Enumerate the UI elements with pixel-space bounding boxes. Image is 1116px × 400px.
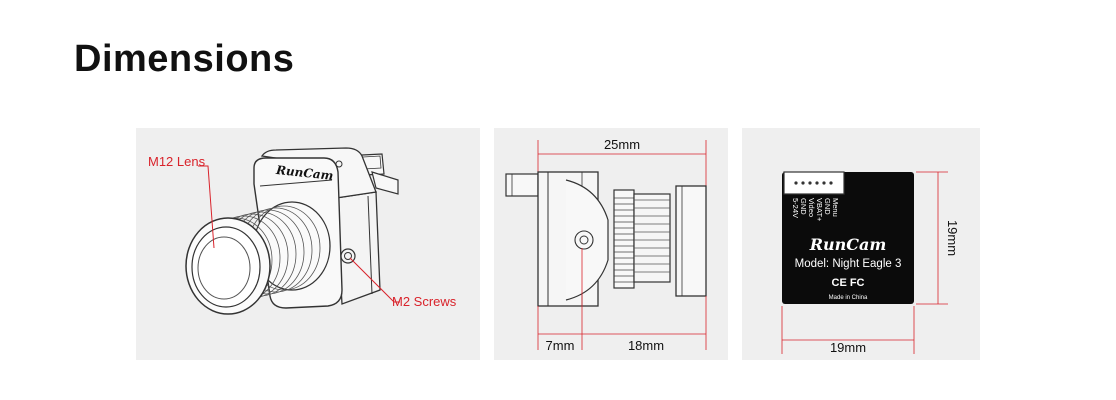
lens-label: M12 Lens bbox=[148, 154, 206, 169]
camera-perspective-drawing: RunCam M12 Lens M2 Screws bbox=[148, 147, 457, 315]
camera-back-drawing: 5-24V GND Video VBAT+ GND Menu RunCam Mo… bbox=[781, 171, 960, 355]
back-view-panel: 5-24V GND Video VBAT+ GND Menu RunCam Mo… bbox=[742, 128, 980, 360]
side-view-panel: 25mm bbox=[494, 128, 728, 360]
pin-label: GND bbox=[799, 198, 808, 215]
dim-width-label: 19mm bbox=[830, 340, 866, 355]
camera-side-drawing: 25mm bbox=[505, 137, 707, 353]
connector bbox=[783, 171, 845, 195]
pin-label: VBAT+ bbox=[815, 198, 824, 222]
origin-label: Made in China bbox=[829, 295, 868, 301]
dim-body-label: 7mm bbox=[546, 338, 575, 353]
pin-label: Video bbox=[807, 198, 816, 217]
pin-labels: 5-24V GND Video VBAT+ GND Menu bbox=[791, 198, 840, 222]
front-brand-logo: RunCam bbox=[274, 163, 334, 183]
page-title: Dimensions bbox=[74, 38, 295, 80]
dim-lens-label: 18mm bbox=[628, 338, 664, 353]
pin-label: GND bbox=[823, 198, 832, 215]
pin-label: Menu bbox=[831, 198, 840, 217]
back-brand-logo: RunCam bbox=[809, 235, 887, 254]
cert-marks: CE FC bbox=[832, 277, 865, 289]
pcb-board bbox=[782, 172, 914, 304]
dim-height-label: 19mm bbox=[945, 220, 960, 256]
screws-label: M2 Screws bbox=[392, 294, 457, 309]
front-view-panel: RunCam M12 Lens M2 Screws bbox=[136, 128, 480, 360]
model-label: Model: Night Eagle 3 bbox=[795, 258, 902, 270]
dim-total-label: 25mm bbox=[604, 137, 640, 152]
pin-label: 5-24V bbox=[791, 198, 800, 218]
